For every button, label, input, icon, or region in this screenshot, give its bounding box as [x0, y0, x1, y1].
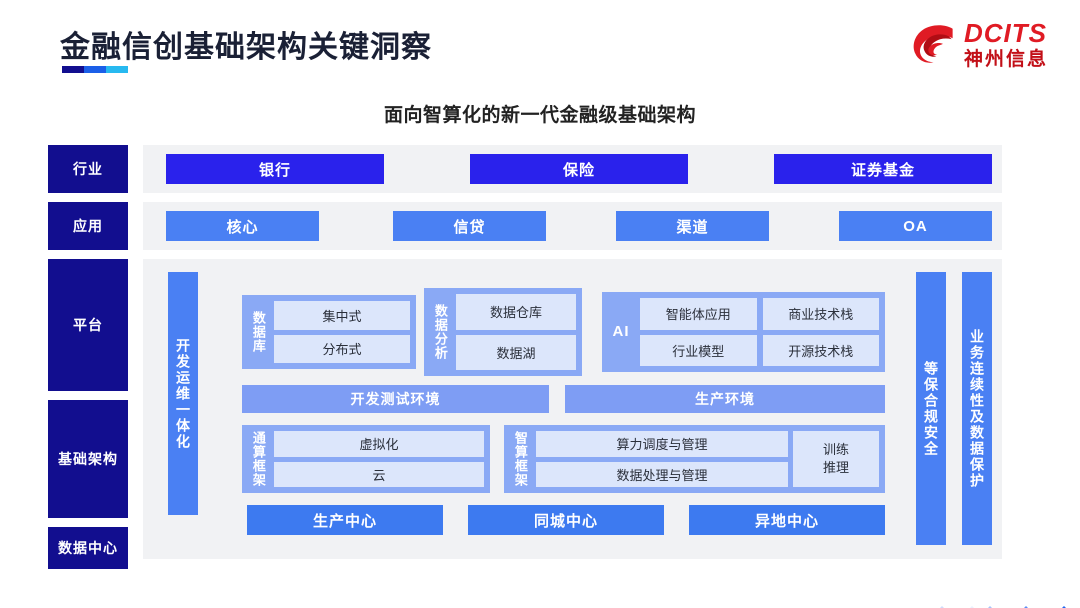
logo-en-text: DCITS	[963, 18, 1047, 48]
cell-agent-application[interactable]: 智能体应用	[640, 298, 757, 330]
page-title: 金融信创基础架构关键洞察	[60, 31, 432, 64]
cell-train-inference[interactable]: 训练 推理	[793, 431, 879, 487]
cell-industry-model[interactable]: 行业模型	[640, 334, 757, 366]
cell-opensource-tech-stack[interactable]: 开源技术栈	[762, 334, 879, 366]
cell-data-lake[interactable]: 数据湖	[456, 334, 576, 370]
env-bar-production[interactable]: 生产环境	[565, 385, 885, 413]
diagram-subtitle: 面向智算化的新一代金融级基础架构	[383, 105, 696, 126]
datacenter-chip-production[interactable]: 生产中心	[247, 505, 443, 535]
cell-distributed[interactable]: 分布式	[274, 334, 410, 363]
brand-logo: DCITS 神州信息	[910, 20, 1048, 69]
cell-compute-scheduling[interactable]: 算力调度与管理	[536, 431, 788, 457]
group-label-data-analysis: 数据分析	[432, 304, 448, 360]
env-bar-dev-test[interactable]: 开发测试环境	[242, 385, 549, 413]
group-database[interactable]: 数据库 集中式 分布式	[242, 295, 416, 369]
group-label-intelligent-framework: 智算框架	[512, 431, 528, 487]
logo-cn-text: 神州信息	[963, 49, 1048, 70]
rail-label-infrastructure: 基础架构	[48, 400, 128, 518]
cell-cloud[interactable]: 云	[274, 461, 484, 487]
rail-label-industry: 行业	[48, 145, 128, 193]
application-chip-core[interactable]: 核心	[166, 211, 319, 241]
group-general-computing-framework[interactable]: 通算框架 虚拟化 云	[242, 425, 490, 493]
train-label: 训练	[822, 442, 849, 458]
group-label-general-framework: 通算框架	[250, 431, 266, 487]
application-chip-credit[interactable]: 信贷	[393, 211, 546, 241]
application-chip-oa[interactable]: OA	[839, 211, 992, 241]
vertical-bar-business-continuity[interactable]: 业务连续性及数据保护	[962, 272, 992, 545]
dcits-swirl-icon	[913, 24, 953, 63]
rail-label-application: 应用	[48, 202, 128, 250]
rail-label-platform: 平台	[48, 259, 128, 391]
cell-virtualization[interactable]: 虚拟化	[274, 431, 484, 457]
industry-chip-bank[interactable]: 银行	[166, 154, 384, 184]
cell-data-processing[interactable]: 数据处理与管理	[536, 461, 788, 487]
cell-centralized[interactable]: 集中式	[274, 301, 410, 330]
industry-chip-securities-fund[interactable]: 证券基金	[774, 154, 992, 184]
industry-chip-insurance[interactable]: 保险	[470, 154, 688, 184]
vertical-bar-devops[interactable]: 开发运维一体化	[168, 272, 198, 515]
group-ai[interactable]: AI 智能体应用 商业技术栈 行业模型 开源技术栈	[602, 292, 885, 372]
group-data-analysis[interactable]: 数据分析 数据仓库 数据湖	[424, 288, 582, 376]
vertical-bar-security-compliance[interactable]: 等保合规安全	[916, 272, 946, 545]
group-label-database: 数据库	[250, 311, 266, 353]
group-label-ai: AI	[612, 323, 630, 341]
datacenter-chip-metro[interactable]: 同城中心	[468, 505, 664, 535]
group-intelligent-computing-framework[interactable]: 智算框架 算力调度与管理 数据处理与管理 训练 推理	[504, 425, 885, 493]
cell-commercial-tech-stack[interactable]: 商业技术栈	[762, 298, 879, 330]
rail-label-datacenter: 数据中心	[48, 527, 128, 569]
cell-data-warehouse[interactable]: 数据仓库	[456, 294, 576, 330]
title-underline-rule	[62, 66, 128, 73]
datacenter-chip-remote[interactable]: 异地中心	[689, 505, 885, 535]
inference-label: 推理	[822, 460, 849, 475]
application-chip-channel[interactable]: 渠道	[616, 211, 769, 241]
